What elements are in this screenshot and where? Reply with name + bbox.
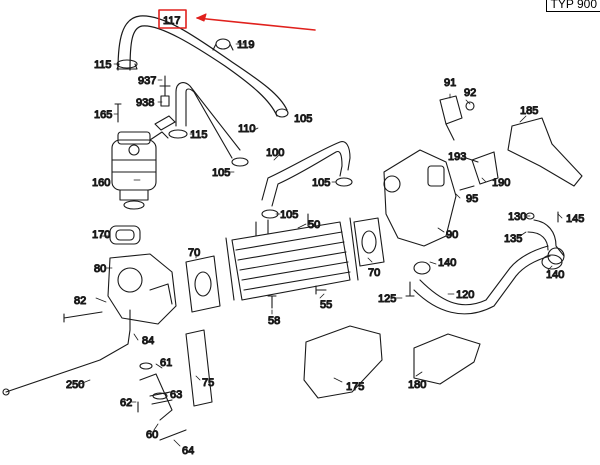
label-63[interactable]: 63 — [169, 388, 182, 401]
label-55[interactable]: 55 — [319, 298, 332, 311]
type-label: TYP 900 — [545, 0, 600, 12]
label-160[interactable]: 160 — [91, 176, 110, 189]
label-95[interactable]: 95 — [465, 192, 478, 205]
label-80[interactable]: 80 — [93, 262, 106, 275]
throttle-housing-80[interactable] — [107, 253, 177, 325]
egr-valve-160[interactable] — [111, 131, 169, 210]
label-115b[interactable]: 115 — [189, 128, 208, 141]
leader-lines — [79, 43, 563, 447]
clamp-115-lower[interactable] — [168, 129, 188, 139]
seal-63[interactable] — [152, 392, 168, 400]
bolt-82[interactable] — [63, 311, 103, 323]
bracket-190[interactable] — [471, 151, 499, 185]
flange-70-left[interactable] — [185, 255, 221, 313]
gasket-170[interactable] — [109, 225, 141, 245]
gasket-140-right[interactable] — [541, 254, 563, 270]
label-119[interactable]: 119 — [236, 38, 255, 51]
label-145[interactable]: 145 — [565, 212, 584, 225]
label-140b[interactable]: 140 — [545, 268, 564, 281]
label-110[interactable]: 110 — [237, 122, 256, 135]
bracket-185[interactable] — [507, 117, 583, 187]
label-117[interactable]: 117 — [162, 14, 181, 27]
label-130[interactable]: 130 — [507, 210, 526, 223]
bolt-165[interactable] — [114, 103, 122, 123]
label-165[interactable]: 165 — [93, 108, 112, 121]
label-92[interactable]: 92 — [463, 86, 476, 99]
screw-58[interactable] — [267, 295, 277, 309]
flange-70-right[interactable] — [353, 217, 385, 267]
label-61[interactable]: 61 — [159, 356, 172, 369]
label-193[interactable]: 193 — [447, 150, 466, 163]
label-75[interactable]: 75 — [201, 376, 214, 389]
label-82[interactable]: 82 — [73, 294, 86, 307]
callout-117 — [158, 9, 316, 31]
label-125[interactable]: 125 — [377, 292, 396, 305]
clamp-105-b[interactable] — [335, 177, 353, 187]
label-84[interactable]: 84 — [141, 334, 154, 347]
label-937[interactable]: 937 — [137, 74, 156, 87]
screw-55[interactable] — [315, 285, 327, 295]
clamp-115-top[interactable] — [116, 59, 138, 70]
egr-valve-90[interactable] — [383, 149, 457, 247]
sensor-937-938[interactable] — [154, 75, 176, 131]
sensor-91[interactable] — [439, 95, 463, 141]
egr-cooler-50[interactable] — [225, 213, 359, 301]
hose-110[interactable] — [175, 82, 241, 159]
label-70b[interactable]: 70 — [367, 266, 380, 279]
label-938[interactable]: 938 — [135, 96, 154, 109]
plug-92[interactable] — [465, 101, 475, 111]
label-100[interactable]: 100 — [265, 146, 284, 159]
connector-135[interactable] — [527, 219, 565, 265]
pipe-120[interactable] — [413, 245, 551, 315]
part-labels: 117 119 115 937 938 165 115 160 110 105 … — [65, 14, 584, 457]
bolt-193[interactable] — [465, 157, 479, 163]
label-180[interactable]: 180 — [407, 378, 426, 391]
label-91[interactable]: 91 — [443, 76, 456, 89]
gasket-64[interactable] — [159, 429, 187, 441]
bolt-125[interactable] — [405, 281, 415, 297]
hose-117[interactable] — [117, 15, 289, 118]
label-64[interactable]: 64 — [181, 444, 194, 457]
sensor-250[interactable] — [2, 329, 131, 396]
label-105b[interactable]: 105 — [211, 166, 230, 179]
hose-100[interactable] — [261, 141, 351, 207]
label-105d[interactable]: 105 — [279, 208, 298, 221]
clamp-61[interactable] — [139, 362, 153, 370]
label-105a[interactable]: 105 — [293, 112, 312, 125]
label-170[interactable]: 170 — [91, 228, 110, 241]
label-140a[interactable]: 140 — [437, 256, 456, 269]
bolt-95[interactable] — [459, 185, 475, 191]
label-190[interactable]: 190 — [491, 176, 510, 189]
heat-shield-175[interactable] — [303, 325, 383, 399]
label-135[interactable]: 135 — [503, 232, 522, 245]
label-70a[interactable]: 70 — [187, 246, 200, 259]
label-115a[interactable]: 115 — [93, 58, 112, 71]
label-120[interactable]: 120 — [455, 288, 474, 301]
label-250[interactable]: 250 — [65, 378, 84, 391]
clamp-105-a[interactable] — [231, 157, 249, 167]
label-60[interactable]: 60 — [145, 428, 158, 441]
label-105c[interactable]: 105 — [311, 176, 330, 189]
label-185[interactable]: 185 — [519, 104, 538, 117]
bracket-75[interactable] — [185, 329, 213, 407]
label-50[interactable]: 50 — [307, 218, 320, 231]
label-175[interactable]: 175 — [345, 380, 364, 393]
gasket-140-left[interactable] — [413, 261, 431, 275]
clamp-119[interactable] — [212, 38, 234, 51]
heat-shield-180[interactable] — [413, 333, 481, 385]
label-90[interactable]: 90 — [445, 228, 458, 241]
label-58[interactable]: 58 — [267, 314, 280, 327]
label-62[interactable]: 62 — [119, 396, 132, 409]
